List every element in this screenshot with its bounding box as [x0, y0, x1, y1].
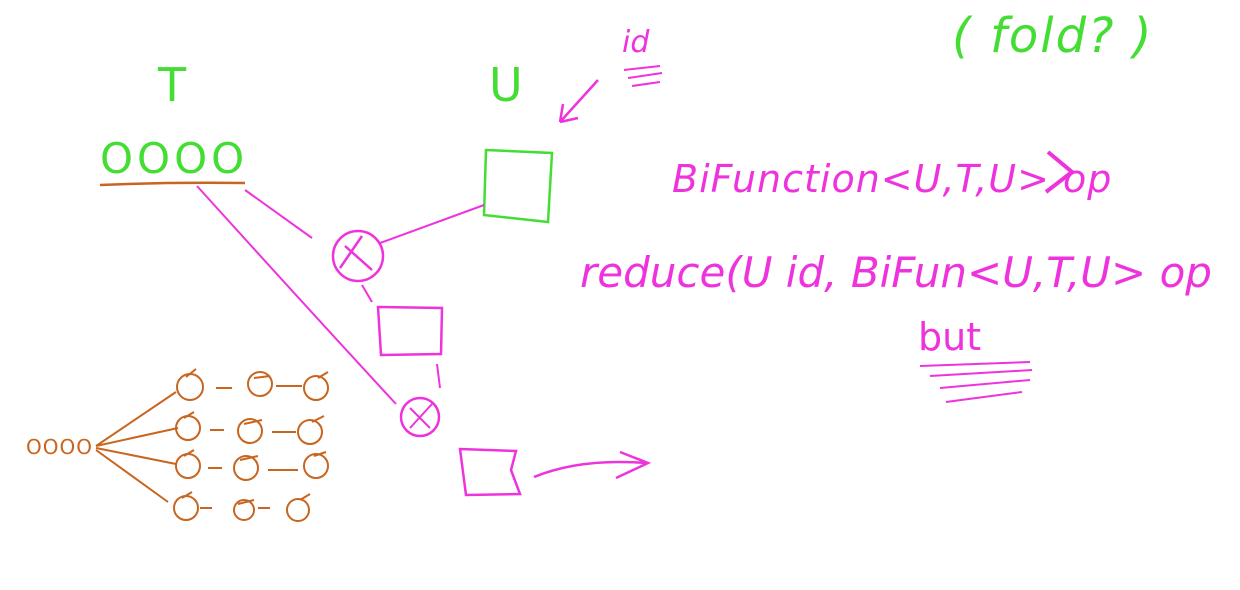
parallel-tree: [95, 368, 329, 522]
type-u-label: U: [489, 58, 523, 112]
op-node-2: [399, 396, 441, 438]
reduce-signature: reduce(U id, BiFun<U,T,U> op: [580, 248, 1212, 297]
identity-label: id: [622, 25, 650, 60]
line-t-to-op2: [196, 185, 397, 405]
id-arrow: [558, 79, 599, 124]
type-t-label: T: [158, 58, 187, 112]
result-arrow: [533, 450, 652, 480]
result-box: [458, 447, 522, 497]
line-box-to-op2: [436, 363, 441, 389]
line-id-to-op1: [379, 204, 485, 244]
but-underline: [919, 361, 1033, 403]
angle-bracket: [1044, 150, 1076, 194]
stream-elements: OOOO: [100, 134, 249, 183]
line-t-to-op1: [244, 189, 313, 239]
stream-t-underline: [99, 181, 246, 187]
identity-box: [482, 148, 554, 224]
intermediate-box: [376, 305, 444, 357]
fold-label: ( fold? ): [952, 8, 1154, 64]
line-op1-to-box: [361, 284, 373, 303]
source-stream-elements: OOOO: [26, 435, 93, 459]
bifunction-signature: BiFunction<U,T,U> op: [672, 157, 1113, 201]
id-underline: [623, 65, 663, 87]
op-node-1: [331, 229, 385, 283]
but-label: but: [918, 315, 982, 359]
